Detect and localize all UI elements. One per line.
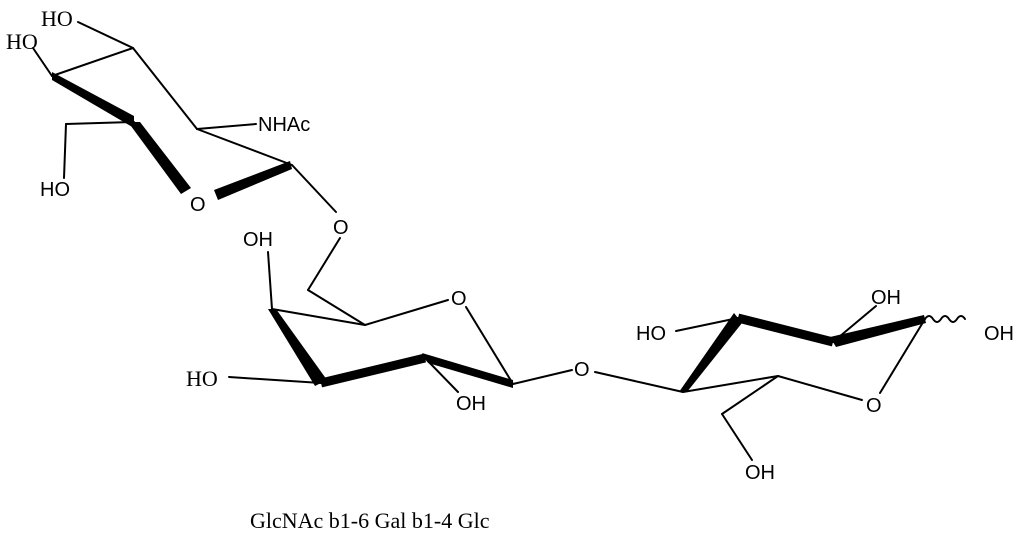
linkage-1-6: O bbox=[291, 164, 349, 291]
link14-bond-c1-o bbox=[512, 369, 573, 385]
gal-bond-c2-oh bbox=[424, 357, 459, 393]
glcnac-bond-c3-oh bbox=[77, 21, 134, 49]
glcnac-nhac-label: NHAc bbox=[258, 114, 310, 136]
gal-oh-top-label: OH bbox=[243, 229, 273, 251]
glcnac-bond-c3-c2 bbox=[132, 47, 198, 130]
gal-bond-c3-oh bbox=[228, 376, 322, 384]
glc-bond-o5-c5 bbox=[777, 375, 863, 401]
gal-bond-c5-o5 bbox=[364, 299, 449, 326]
gal-bond-c4-oh bbox=[267, 251, 273, 310]
glc-bold-bond-c3-c2 bbox=[736, 313, 835, 347]
glc-bold-bond-c4-c3 bbox=[679, 313, 742, 392]
glcnac-ho-ch2-label: HO bbox=[40, 179, 70, 201]
link16-bond-o-c6 bbox=[307, 237, 341, 291]
glc-bond-c5-c4 bbox=[682, 375, 779, 393]
gal-residue: OH HO OH O bbox=[186, 229, 514, 415]
link14-o-label: O bbox=[574, 359, 590, 381]
link16-bond-c1-o bbox=[291, 164, 337, 213]
glc-residue: HO OH OH O OH bbox=[636, 287, 1014, 484]
glc-bond-c2-oh bbox=[832, 305, 877, 343]
glcnac-bold-bond-c4-c5 bbox=[52, 72, 134, 128]
gal-bond-c4-c5 bbox=[271, 308, 366, 326]
gal-bold-bond-c2-c1 bbox=[422, 353, 513, 388]
glcnac-residue: HO HO NHAc HO O bbox=[6, 6, 310, 216]
glcnac-bold-bond-c5-o5 bbox=[128, 122, 191, 194]
glc-bond-c5-c6 bbox=[721, 375, 779, 415]
link16-o-label: O bbox=[333, 217, 349, 239]
glcnac-bond-c4-oh bbox=[32, 47, 53, 77]
glcnac-ring-o-label: O bbox=[190, 194, 206, 216]
structure-caption: GlcNAc b1-6 Gal b1-4 Glc bbox=[250, 508, 490, 533]
glc-oh-anomeric-label: OH bbox=[984, 323, 1014, 345]
gal-ring-o-label: O bbox=[451, 288, 467, 310]
gal-bold-bond-c4-c3 bbox=[268, 309, 327, 386]
glcnac-ho-top-label: HO bbox=[41, 6, 73, 31]
gal-ho-left-label: HO bbox=[186, 366, 218, 391]
glcnac-bond-c2-c1 bbox=[196, 128, 293, 166]
glc-oh-ch2-label: OH bbox=[745, 462, 775, 484]
glc-bond-c6-oh bbox=[721, 413, 753, 461]
glcnac-bond-c3-c4 bbox=[51, 47, 134, 77]
gal-bond-o5-c1 bbox=[465, 306, 514, 385]
glc-wavy-bond-c1-oh bbox=[924, 315, 966, 323]
glcnac-bold-bond-o5-c1 bbox=[214, 161, 292, 200]
glcnac-ho-left-label: HO bbox=[6, 29, 38, 54]
glc-bond-c1-o5 bbox=[879, 318, 926, 394]
glcnac-bond-c2-nhac bbox=[196, 123, 257, 130]
gal-oh-bottom-label: OH bbox=[456, 393, 486, 415]
glc-bond-c3-ho bbox=[675, 317, 739, 332]
gal-bond-c6-c5 bbox=[307, 289, 366, 326]
glc-ho-left-label: HO bbox=[636, 323, 666, 345]
glc-ring-o-label: O bbox=[866, 395, 882, 417]
glcnac-bond-c5-c6 bbox=[65, 121, 135, 125]
glc-oh-top-label: OH bbox=[871, 287, 901, 309]
linkage-1-4: O bbox=[512, 359, 684, 393]
gal-bold-bond-c3-c2 bbox=[319, 353, 427, 388]
glc-bold-bond-c2-c1 bbox=[830, 315, 926, 347]
glcnac-bond-c6-oh bbox=[63, 123, 67, 179]
link14-bond-o-c4 bbox=[594, 371, 684, 393]
